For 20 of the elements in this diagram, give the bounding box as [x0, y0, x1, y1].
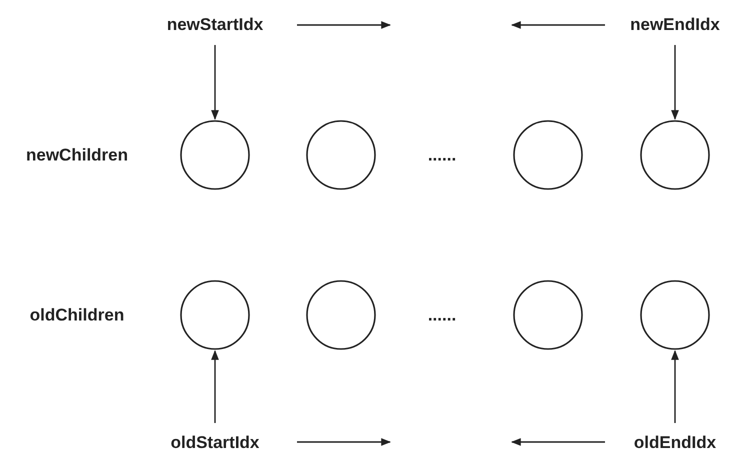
- circle-node: [640, 120, 710, 190]
- circle-node: [306, 120, 376, 190]
- index-label: newStartIdx: [150, 13, 280, 37]
- circle-node: [513, 120, 583, 190]
- circle-node: [180, 120, 250, 190]
- row-label: oldChildren: [30, 304, 124, 326]
- index-label: oldStartIdx: [150, 431, 280, 455]
- circle-node: [306, 280, 376, 350]
- arrow: [671, 45, 679, 120]
- arrow: [211, 45, 219, 120]
- row-label: ......: [428, 144, 456, 166]
- arrow: [211, 350, 219, 423]
- row-label: ......: [428, 304, 456, 326]
- row-label: newChildren: [26, 144, 128, 166]
- circle-node: [180, 280, 250, 350]
- circle-node: [513, 280, 583, 350]
- arrow: [671, 350, 679, 423]
- index-label: oldEndIdx: [620, 431, 730, 455]
- circle-node: [640, 280, 710, 350]
- index-label: newEndIdx: [620, 13, 730, 37]
